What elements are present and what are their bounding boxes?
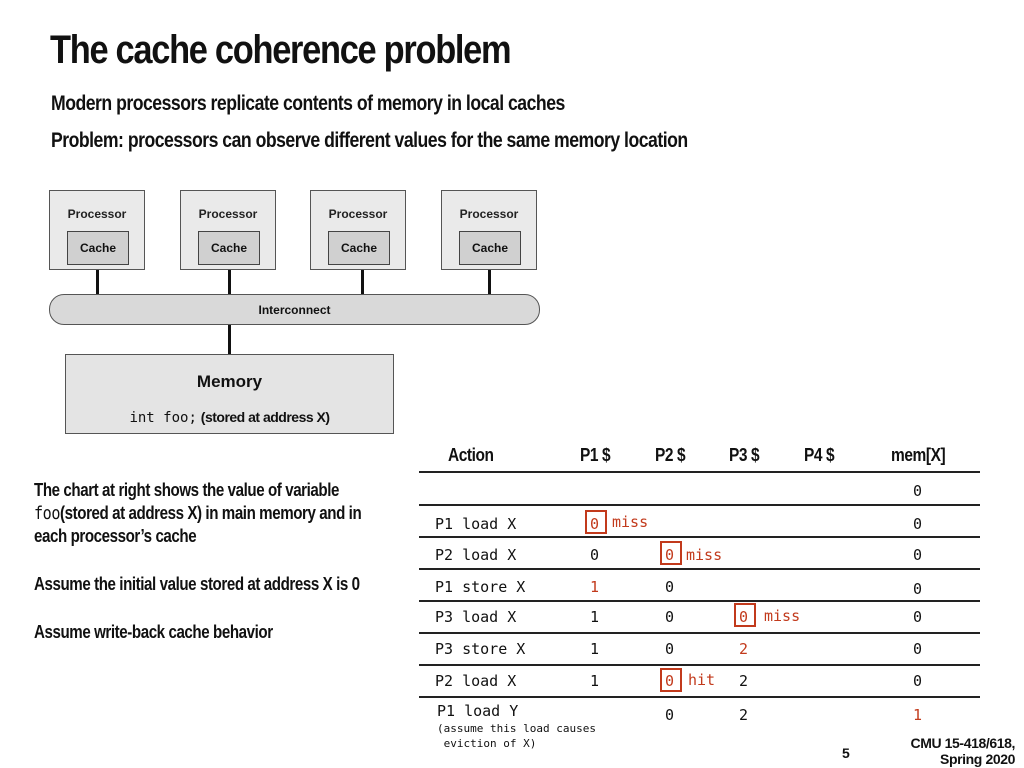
row6-p3: 2: [739, 672, 749, 690]
processor-label: Processor: [459, 207, 519, 221]
row1-p1: 0: [590, 515, 600, 533]
memory-box: Memory int foo; (stored at address X): [65, 354, 394, 434]
row5-p1: 1: [590, 640, 600, 658]
table-divider: [419, 632, 980, 634]
row4-p3: 0: [739, 608, 749, 626]
cache-4: Cache: [459, 231, 521, 265]
row1-p1-status: miss: [612, 513, 649, 531]
row4-p2: 0: [665, 608, 675, 626]
row6-p2-status: hit: [688, 671, 716, 689]
row3-mem: 0: [913, 580, 923, 598]
course-info: CMU 15-418/618, Spring 2020: [900, 735, 1015, 767]
explanation-line-2-rest: (stored at address X) in main memory and…: [60, 503, 362, 523]
row2-mem: 0: [913, 546, 923, 564]
row2-p1: 0: [590, 546, 600, 564]
row7-p2: 0: [665, 706, 675, 724]
row1-mem: 0: [913, 515, 923, 533]
memory-note: (stored at address X): [200, 409, 330, 425]
row2-action: P2 load X: [435, 546, 517, 564]
table-divider: [419, 664, 980, 666]
page-number: 5: [842, 745, 850, 761]
table-divider: [419, 568, 980, 570]
processor-label: Processor: [198, 207, 258, 221]
row4-action: P3 load X: [435, 608, 517, 626]
table-divider: [419, 504, 980, 506]
memory-label: Memory: [196, 372, 263, 391]
row0-mem: 0: [913, 482, 923, 500]
course-line-2: Spring 2020: [940, 751, 1015, 767]
row3-action: P1 store X: [435, 578, 526, 596]
cache-1: Cache: [67, 231, 129, 265]
row1-action: P1 load X: [435, 515, 517, 533]
processor-1: Processor Cache: [49, 190, 145, 270]
processor-2: Processor Cache: [180, 190, 276, 270]
header-p3: P3 $: [729, 445, 760, 465]
cache-3: Cache: [328, 231, 390, 265]
processor-label: Processor: [67, 207, 127, 221]
explanation-line-2: foo(stored at address X) in main memory …: [34, 502, 362, 525]
row6-p2-highlight: [660, 668, 682, 692]
memory-line: [228, 325, 231, 354]
header-p4: P4 $: [804, 445, 835, 465]
bus-line: [361, 270, 364, 294]
header-mem: mem[X]: [891, 445, 946, 465]
processor-label: Processor: [328, 207, 388, 221]
memory-code: int foo;: [129, 410, 197, 426]
bus-line: [228, 270, 231, 294]
explanation-line-1: The chart at right shows the value of va…: [34, 480, 340, 500]
row7-mem: 1: [913, 706, 923, 724]
interconnect: Interconnect: [49, 294, 540, 325]
table-divider: [419, 471, 980, 473]
row5-p2: 0: [665, 640, 675, 658]
variable-name: foo: [34, 503, 61, 524]
row4-p1: 1: [590, 608, 600, 626]
row3-p2: 0: [665, 578, 675, 596]
processor-3: Processor Cache: [310, 190, 406, 270]
cache-2: Cache: [198, 231, 260, 265]
course-line-1: CMU 15-418/618,: [910, 735, 1015, 751]
row7-action: P1 load Y: [437, 702, 519, 720]
row4-p3-status: miss: [764, 607, 801, 625]
bus-line: [488, 270, 491, 294]
row6-action: P2 load X: [435, 672, 517, 690]
row6-p2: 0: [665, 672, 675, 690]
row5-p3: 2: [739, 640, 749, 658]
table-divider: [419, 600, 980, 602]
processor-4: Processor Cache: [441, 190, 537, 270]
row5-action: P3 store X: [435, 640, 526, 658]
header-action: Action: [448, 445, 494, 465]
row7-p3: 2: [739, 706, 749, 724]
row5-mem: 0: [913, 640, 923, 658]
assumption-initial-value: Assume the initial value stored at addre…: [34, 574, 360, 594]
row7-note: (assume this load causes eviction of X): [437, 722, 596, 750]
chart-explanation: The chart at right shows the value of va…: [34, 479, 362, 548]
row2-p2: 0: [665, 546, 675, 564]
explanation-line-3: each processor’s cache: [34, 526, 197, 546]
row6-p1: 1: [590, 672, 600, 690]
row1-p1-highlight: [585, 510, 607, 534]
row2-p2-status: miss: [686, 546, 723, 564]
bullet-1: Modern processors replicate contents of …: [51, 92, 565, 115]
table-divider: [419, 536, 980, 538]
row4-p3-highlight: [734, 603, 756, 627]
row3-p1: 1: [590, 578, 600, 596]
slide-title: The cache coherence problem: [50, 28, 512, 72]
row2-p2-highlight: [660, 541, 682, 565]
header-p1: P1 $: [580, 445, 611, 465]
memory-description: int foo; (stored at address X): [66, 409, 393, 426]
bullet-2: Problem: processors can observe differen…: [51, 129, 688, 152]
row4-mem: 0: [913, 608, 923, 626]
bus-line: [96, 270, 99, 294]
row6-mem: 0: [913, 672, 923, 690]
header-p2: P2 $: [655, 445, 686, 465]
assumption-write-back: Assume write-back cache behavior: [34, 622, 273, 642]
table-divider: [419, 696, 980, 698]
